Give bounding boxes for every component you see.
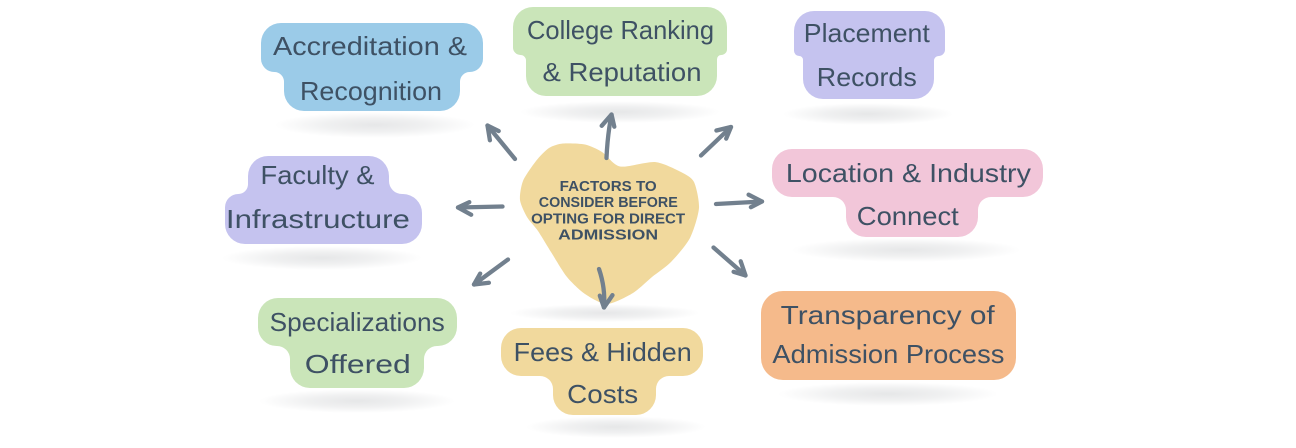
svg-text:CONSIDER BEFORE: CONSIDER BEFORE	[539, 195, 678, 211]
svg-text:Transparency of: Transparency of	[781, 300, 996, 330]
svg-text:Accreditation &: Accreditation &	[273, 31, 467, 61]
svg-text:Admission Process: Admission Process	[772, 339, 1004, 369]
svg-text:Records: Records	[817, 62, 917, 92]
svg-text:OPTING FOR DIRECT: OPTING FOR DIRECT	[531, 211, 685, 227]
svg-text:Costs: Costs	[567, 379, 638, 409]
svg-text:FACTORS TO: FACTORS TO	[560, 179, 657, 195]
svg-text:Fees & Hidden: Fees & Hidden	[514, 337, 692, 367]
svg-text:College Ranking: College Ranking	[527, 15, 714, 45]
svg-text:Specializations: Specializations	[270, 307, 445, 337]
svg-text:Infrastructure: Infrastructure	[226, 204, 410, 234]
svg-text:Offered: Offered	[305, 349, 411, 379]
svg-text:ADMISSION: ADMISSION	[558, 227, 658, 243]
svg-text:Faculty &: Faculty &	[261, 160, 375, 190]
svg-text:Placement: Placement	[804, 18, 931, 48]
svg-text:Connect: Connect	[857, 201, 960, 231]
svg-text:& Reputation: & Reputation	[543, 57, 702, 87]
svg-text:Recognition: Recognition	[300, 76, 442, 106]
svg-text:Location & Industry: Location & Industry	[786, 158, 1031, 188]
